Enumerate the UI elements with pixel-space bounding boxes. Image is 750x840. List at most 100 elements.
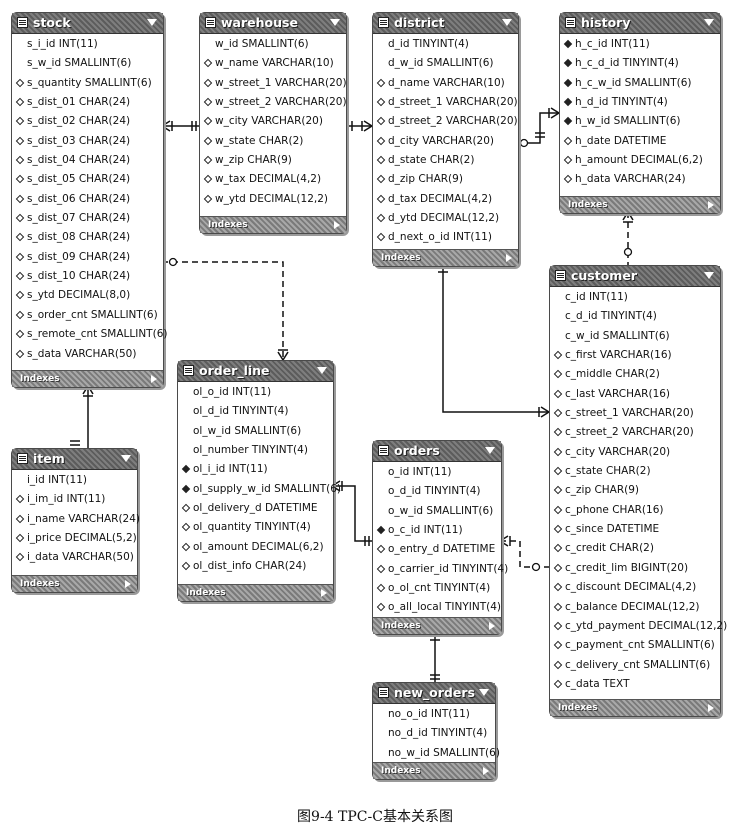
column-row[interactable]: d_ytd DECIMAL(12,2) <box>373 209 518 228</box>
indexes-footer[interactable]: Indexes <box>373 249 518 266</box>
indexes-footer[interactable]: Indexes <box>12 575 137 592</box>
table-header[interactable]: new_orders <box>373 683 495 704</box>
column-row[interactable]: c_credit CHAR(2) <box>550 539 720 558</box>
column-row[interactable]: s_dist_02 CHAR(24) <box>12 112 163 131</box>
column-row[interactable]: d_name VARCHAR(10) <box>373 74 518 93</box>
column-row[interactable]: w_state CHAR(2) <box>200 132 346 151</box>
column-row[interactable]: c_state CHAR(2) <box>550 462 720 481</box>
column-row[interactable]: h_w_id SMALLINT(6) <box>560 112 720 131</box>
collapse-arrow-icon[interactable] <box>121 455 131 462</box>
column-row[interactable]: c_city VARCHAR(20) <box>550 443 720 462</box>
column-row[interactable]: d_city VARCHAR(20) <box>373 132 518 151</box>
column-row[interactable]: c_balance DECIMAL(12,2) <box>550 598 720 617</box>
column-row[interactable]: o_ol_cnt TINYINT(4) <box>373 579 501 598</box>
indexes-footer[interactable]: Indexes <box>200 216 346 233</box>
column-row[interactable]: c_street_2 VARCHAR(20) <box>550 423 720 442</box>
expand-arrow-icon[interactable] <box>321 589 327 597</box>
indexes-footer[interactable]: Indexes <box>12 370 163 387</box>
table-header[interactable]: customer <box>550 266 720 287</box>
column-row[interactable]: ol_number TINYINT(4) <box>178 441 333 460</box>
column-row[interactable]: ol_supply_w_id SMALLINT(6) <box>178 480 341 499</box>
expand-arrow-icon[interactable] <box>151 375 157 383</box>
column-row[interactable]: s_dist_05 CHAR(24) <box>12 170 163 189</box>
column-row[interactable]: i_id INT(11) <box>12 471 137 490</box>
collapse-arrow-icon[interactable] <box>330 19 340 26</box>
column-row[interactable]: c_delivery_cnt SMALLINT(6) <box>550 656 720 675</box>
column-row[interactable]: c_last VARCHAR(16) <box>550 385 720 404</box>
indexes-footer[interactable]: Indexes <box>560 196 720 213</box>
column-row[interactable]: w_tax DECIMAL(4,2) <box>200 170 346 189</box>
column-row[interactable]: h_d_id TINYINT(4) <box>560 93 720 112</box>
column-row[interactable]: h_data VARCHAR(24) <box>560 170 720 189</box>
column-row[interactable]: s_dist_03 CHAR(24) <box>12 132 163 151</box>
column-row[interactable]: ol_quantity TINYINT(4) <box>178 518 333 537</box>
column-row[interactable]: s_dist_10 CHAR(24) <box>12 267 163 286</box>
column-row[interactable]: c_ytd_payment DECIMAL(12,2) <box>550 617 727 636</box>
indexes-footer[interactable]: Indexes <box>550 699 720 716</box>
column-row[interactable]: o_carrier_id TINYINT(4) <box>373 560 508 579</box>
column-row[interactable]: h_amount DECIMAL(6,2) <box>560 151 720 170</box>
column-row[interactable]: h_c_w_id SMALLINT(6) <box>560 74 720 93</box>
column-row[interactable]: d_zip CHAR(9) <box>373 170 518 189</box>
column-row[interactable]: c_data TEXT <box>550 675 720 694</box>
column-row[interactable]: d_w_id SMALLINT(6) <box>373 54 518 73</box>
expand-arrow-icon[interactable] <box>489 622 495 630</box>
column-row[interactable]: w_street_2 VARCHAR(20) <box>200 93 347 112</box>
column-row[interactable]: s_dist_01 CHAR(24) <box>12 93 163 112</box>
collapse-arrow-icon[interactable] <box>502 19 512 26</box>
column-row[interactable]: h_date DATETIME <box>560 132 720 151</box>
collapse-arrow-icon[interactable] <box>317 367 327 374</box>
column-row[interactable]: s_quantity SMALLINT(6) <box>12 74 163 93</box>
column-row[interactable]: d_next_o_id INT(11) <box>373 228 518 247</box>
column-row[interactable]: ol_d_id TINYINT(4) <box>178 402 333 421</box>
column-row[interactable]: ol_delivery_d DATETIME <box>178 499 333 518</box>
column-row[interactable]: s_ytd DECIMAL(8,0) <box>12 286 163 305</box>
collapse-arrow-icon[interactable] <box>485 447 495 454</box>
column-row[interactable]: ol_w_id SMALLINT(6) <box>178 422 333 441</box>
column-row[interactable]: d_street_1 VARCHAR(20) <box>373 93 518 112</box>
table-header[interactable]: orders <box>373 441 501 462</box>
column-row[interactable]: c_middle CHAR(2) <box>550 365 720 384</box>
column-row[interactable]: d_street_2 VARCHAR(20) <box>373 112 518 131</box>
column-row[interactable]: o_d_id TINYINT(4) <box>373 482 501 501</box>
expand-arrow-icon[interactable] <box>506 254 512 262</box>
indexes-footer[interactable]: Indexes <box>178 584 333 601</box>
column-row[interactable]: s_dist_04 CHAR(24) <box>12 151 163 170</box>
column-row[interactable]: c_credit_lim BIGINT(20) <box>550 559 720 578</box>
column-row[interactable]: i_price DECIMAL(5,2) <box>12 529 137 548</box>
column-row[interactable]: ol_i_id INT(11) <box>178 460 333 479</box>
column-row[interactable]: s_w_id SMALLINT(6) <box>12 54 163 73</box>
column-row[interactable]: ol_amount DECIMAL(6,2) <box>178 538 333 557</box>
expand-arrow-icon[interactable] <box>708 704 714 712</box>
column-row[interactable]: s_dist_08 CHAR(24) <box>12 228 163 247</box>
table-header[interactable]: order_line <box>178 361 333 382</box>
column-row[interactable]: o_entry_d DATETIME <box>373 540 501 559</box>
column-row[interactable]: s_remote_cnt SMALLINT(6) <box>12 325 167 344</box>
column-row[interactable]: s_data VARCHAR(50) <box>12 345 163 364</box>
column-row[interactable]: o_all_local TINYINT(4) <box>373 598 501 617</box>
expand-arrow-icon[interactable] <box>334 221 340 229</box>
column-row[interactable]: c_phone CHAR(16) <box>550 501 720 520</box>
column-row[interactable]: w_zip CHAR(9) <box>200 151 346 170</box>
table-header[interactable]: item <box>12 449 137 470</box>
column-row[interactable]: i_name VARCHAR(24) <box>12 510 140 529</box>
column-row[interactable]: w_street_1 VARCHAR(20) <box>200 74 347 93</box>
column-row[interactable]: h_c_id INT(11) <box>560 35 720 54</box>
column-row[interactable]: ol_dist_info CHAR(24) <box>178 557 333 576</box>
collapse-arrow-icon[interactable] <box>147 19 157 26</box>
table-header[interactable]: warehouse <box>200 13 346 34</box>
column-row[interactable]: s_i_id INT(11) <box>12 35 163 54</box>
column-row[interactable]: s_dist_06 CHAR(24) <box>12 190 163 209</box>
column-row[interactable]: s_dist_07 CHAR(24) <box>12 209 163 228</box>
column-row[interactable]: d_state CHAR(2) <box>373 151 518 170</box>
column-row[interactable]: c_w_id SMALLINT(6) <box>550 327 720 346</box>
table-header[interactable]: stock <box>12 13 163 34</box>
expand-arrow-icon[interactable] <box>708 201 714 209</box>
column-row[interactable]: c_since DATETIME <box>550 520 720 539</box>
table-header[interactable]: district <box>373 13 518 34</box>
